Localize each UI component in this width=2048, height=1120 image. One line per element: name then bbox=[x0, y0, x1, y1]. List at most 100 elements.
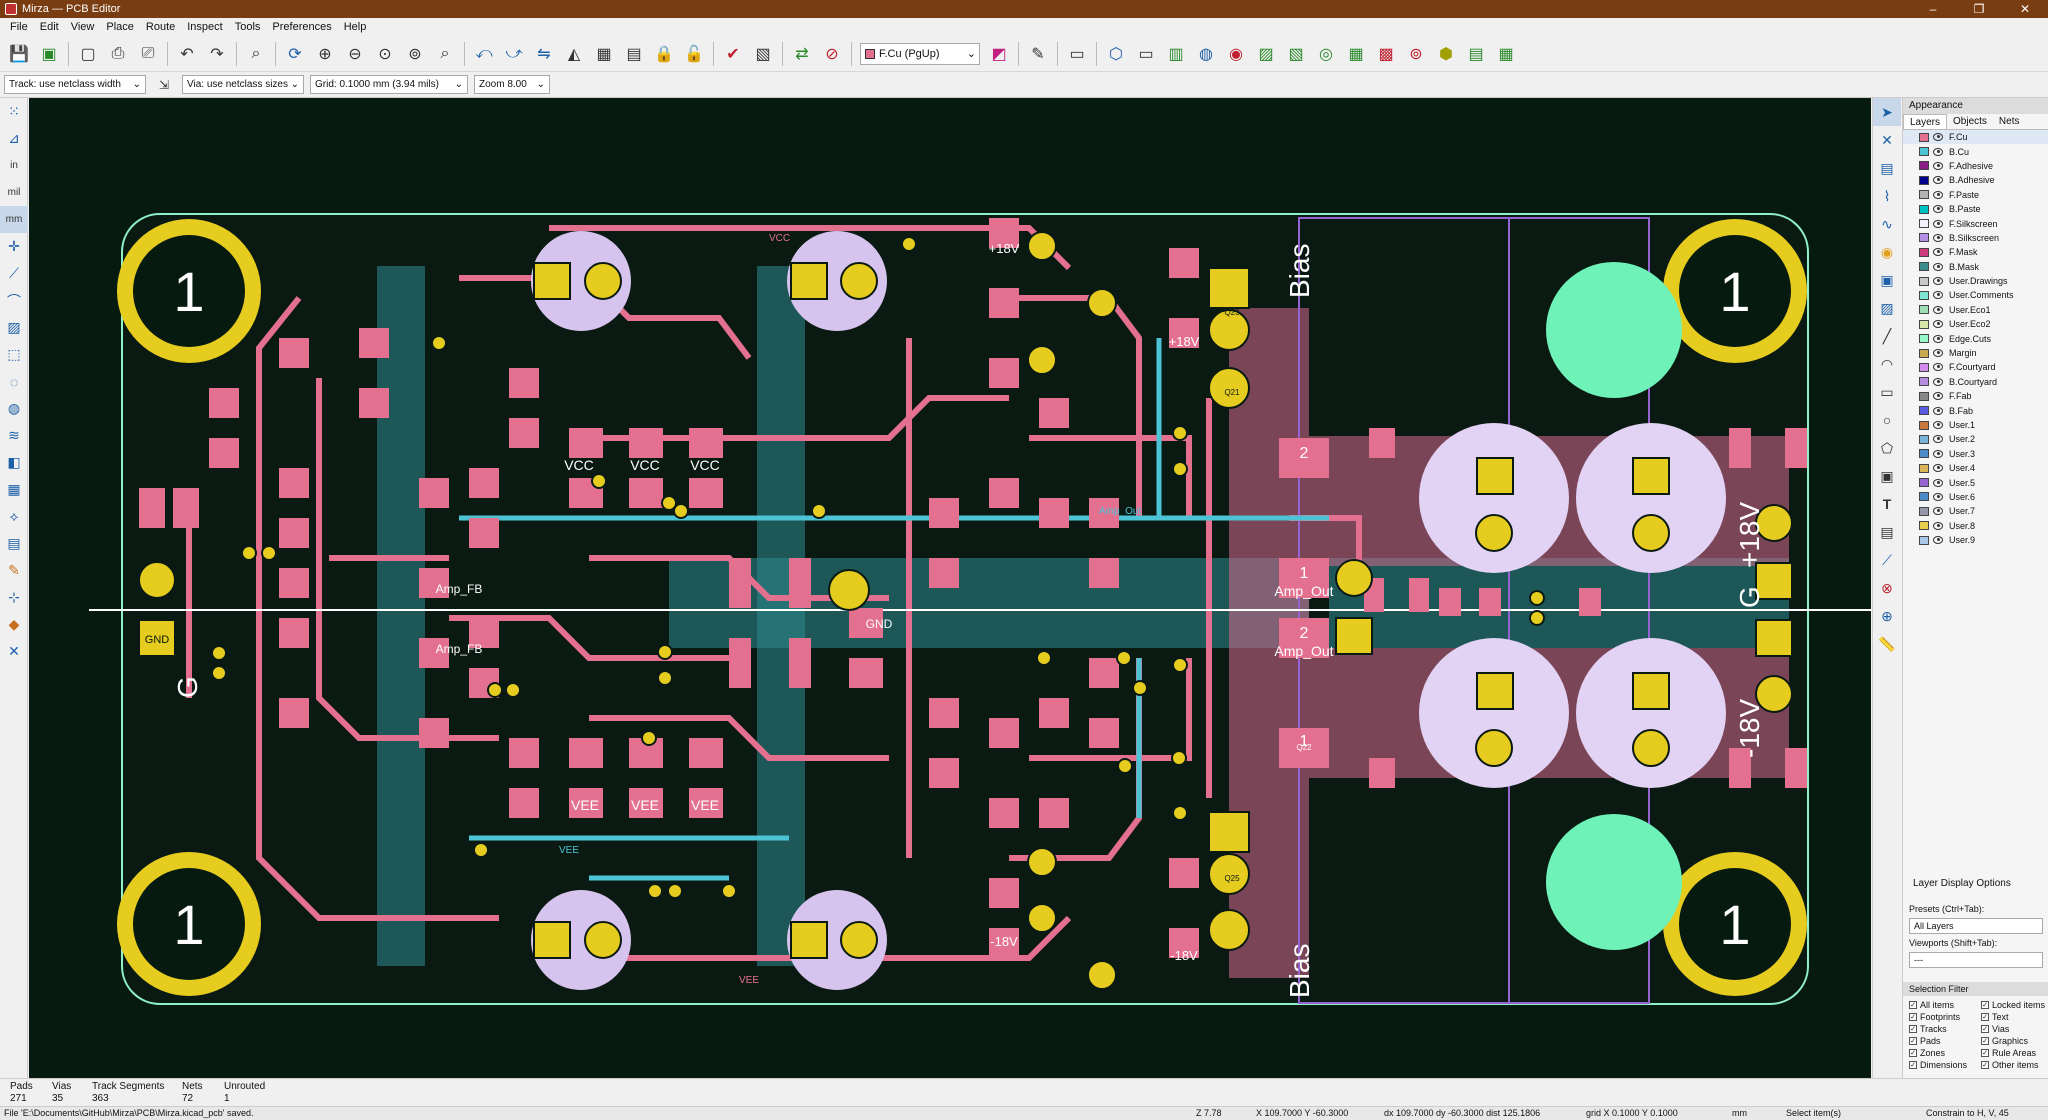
layer-row-margin[interactable]: Margin bbox=[1903, 346, 2048, 360]
eye-icon[interactable] bbox=[1933, 248, 1943, 257]
layer-row-f-adhesive[interactable]: F.Adhesive bbox=[1903, 159, 2048, 173]
checkbox-icon[interactable]: ✓ bbox=[1909, 1049, 1917, 1057]
checkbox-icon[interactable]: ✓ bbox=[1909, 1013, 1917, 1021]
erc-icon[interactable]: ⊘ bbox=[825, 45, 839, 63]
menu-route[interactable]: Route bbox=[145, 21, 176, 33]
layer-color-swatch[interactable] bbox=[1919, 521, 1929, 531]
layer-color-swatch[interactable] bbox=[1919, 204, 1929, 214]
checkbox-icon[interactable]: ✓ bbox=[1909, 1025, 1917, 1033]
eye-icon[interactable] bbox=[1933, 147, 1943, 156]
add-via-icon[interactable]: ◉ bbox=[1880, 243, 1894, 260]
layer-pair-icon[interactable]: ◩ bbox=[991, 45, 1007, 63]
layer-row-user-comments[interactable]: User.Comments bbox=[1903, 288, 2048, 302]
curved-ratsnest-icon[interactable]: ⌒ bbox=[7, 292, 21, 309]
eye-icon[interactable] bbox=[1933, 219, 1943, 228]
fabrication-outputs-icon[interactable]: ▨ bbox=[1258, 45, 1274, 63]
eye-icon[interactable] bbox=[1933, 536, 1943, 545]
footprint-library-icon[interactable]: ⬢ bbox=[1439, 45, 1453, 63]
layer-color-swatch[interactable] bbox=[1919, 449, 1929, 459]
layer-color-swatch[interactable] bbox=[1919, 377, 1929, 387]
layer-row-f-silkscreen[interactable]: F.Silkscreen bbox=[1903, 216, 2048, 230]
board-setup-icon[interactable]: ▣ bbox=[41, 45, 57, 63]
close-button[interactable]: ✕ bbox=[2019, 2, 2031, 16]
zoom-fit-icon[interactable]: ⊙ bbox=[378, 45, 392, 63]
filter-footprints[interactable]: ✓Footprints bbox=[1909, 1012, 1960, 1022]
maximize-button[interactable]: ❐ bbox=[1973, 2, 1985, 16]
checkbox-icon[interactable]: ✓ bbox=[1981, 1037, 1989, 1045]
cleanup-tracks-icon[interactable]: ◎ bbox=[1319, 45, 1333, 63]
undo-icon[interactable]: ↶ bbox=[180, 45, 194, 63]
filter-text[interactable]: ✓Text bbox=[1981, 1012, 2009, 1022]
add-footprint-icon[interactable]: ▤ bbox=[1880, 159, 1894, 176]
filter-zones[interactable]: ✓Zones bbox=[1909, 1048, 1945, 1058]
eye-icon[interactable] bbox=[1933, 478, 1943, 487]
measure-icon[interactable]: 📏 bbox=[1878, 635, 1896, 652]
eye-icon[interactable] bbox=[1933, 521, 1943, 530]
layer-color-swatch[interactable] bbox=[1919, 219, 1929, 229]
polar-coords-icon[interactable]: ⊿ bbox=[8, 130, 20, 146]
via-size-select[interactable]: Via: use netclass sizes⌄ bbox=[182, 75, 304, 94]
route-track-icon[interactable]: ⌇ bbox=[1883, 187, 1891, 204]
grid-select[interactable]: Grid: 0.1000 mm (3.94 mils)⌄ bbox=[310, 75, 468, 94]
layer-row-user-2[interactable]: User.2 bbox=[1903, 432, 2048, 446]
tab-layers[interactable]: Layers bbox=[1903, 114, 1948, 129]
layer-color-swatch[interactable] bbox=[1919, 434, 1929, 444]
layer-color-swatch[interactable] bbox=[1919, 406, 1929, 416]
filter-all-items[interactable]: ✓All items bbox=[1909, 1000, 1954, 1010]
rotate-ccw-icon[interactable]: ⤺ bbox=[475, 44, 493, 62]
checkbox-icon[interactable]: ✓ bbox=[1981, 1013, 1989, 1021]
scripting-console-icon[interactable]: ▭ bbox=[1069, 45, 1085, 63]
layer-color-swatch[interactable] bbox=[1919, 290, 1929, 300]
eye-icon[interactable] bbox=[1933, 233, 1943, 242]
layer-row-user-7[interactable]: User.7 bbox=[1903, 504, 2048, 518]
menu-edit[interactable]: Edit bbox=[39, 21, 59, 33]
dimension-icon[interactable]: ⊹ bbox=[8, 589, 20, 605]
units-mil-button[interactable]: mil bbox=[7, 187, 21, 198]
layer-row-user-1[interactable]: User.1 bbox=[1903, 418, 2048, 432]
eye-icon[interactable] bbox=[1933, 262, 1943, 271]
filter-pads[interactable]: ✓Pads bbox=[1909, 1036, 1941, 1046]
layer-display-options-toggle[interactable]: Layer Display Options bbox=[1913, 878, 2011, 889]
eye-icon[interactable] bbox=[1933, 205, 1943, 214]
filter-vias[interactable]: ✓Vias bbox=[1981, 1024, 2009, 1034]
zoom-in-icon[interactable]: ⊕ bbox=[318, 45, 332, 63]
filter-other-items[interactable]: ✓Other items bbox=[1981, 1060, 2039, 1070]
zone-outline-icon[interactable]: ⬚ bbox=[7, 346, 21, 362]
filter-locked-items[interactable]: ✓Locked items bbox=[1981, 1000, 2045, 1010]
eye-icon[interactable] bbox=[1933, 277, 1943, 286]
zone-fill-icon[interactable]: ▨ bbox=[7, 319, 21, 335]
refresh-icon[interactable]: ⟳ bbox=[288, 45, 302, 63]
highlight-net-icon[interactable]: ◆ bbox=[8, 616, 20, 632]
eye-icon[interactable] bbox=[1933, 305, 1943, 314]
rotate-cw-icon[interactable]: ⤻ bbox=[505, 44, 523, 62]
find-icon[interactable]: ⌕ bbox=[251, 44, 261, 62]
netlist-icon[interactable]: ▧ bbox=[755, 45, 771, 63]
checkbox-icon[interactable]: ✓ bbox=[1909, 1001, 1917, 1009]
eye-icon[interactable] bbox=[1933, 133, 1943, 142]
eye-icon[interactable] bbox=[1933, 449, 1943, 458]
layer-row-f-courtyard[interactable]: F.Courtyard bbox=[1903, 360, 2048, 374]
zoom-out-icon[interactable]: ⊖ bbox=[348, 45, 362, 63]
menu-inspect[interactable]: Inspect bbox=[187, 21, 223, 33]
page-settings-icon[interactable]: ▢ bbox=[80, 45, 96, 63]
layer-row-b-cu[interactable]: B.Cu bbox=[1903, 144, 2048, 158]
pcb-drawing[interactable]: 1 1 1 1 Bias Bias +18V G -18V G VCC VCC … bbox=[29, 98, 1871, 1078]
units-mm-button[interactable]: mm bbox=[0, 206, 28, 233]
viewports-select[interactable]: --- bbox=[1909, 952, 2043, 968]
layer-color-swatch[interactable] bbox=[1919, 492, 1929, 502]
layer-color-swatch[interactable] bbox=[1919, 535, 1929, 545]
layer-color-swatch[interactable] bbox=[1919, 247, 1929, 257]
draw-arc-icon[interactable]: ◠ bbox=[1880, 355, 1894, 372]
layer-color-swatch[interactable] bbox=[1919, 233, 1929, 243]
net-inspector-icon[interactable]: ▭ bbox=[1138, 45, 1154, 63]
eye-icon[interactable] bbox=[1933, 377, 1943, 386]
filter-dimensions[interactable]: ✓Dimensions bbox=[1909, 1060, 1967, 1070]
eye-icon[interactable] bbox=[1933, 507, 1943, 516]
print-icon[interactable]: ⎙ bbox=[111, 44, 125, 62]
filter-tracks[interactable]: ✓Tracks bbox=[1909, 1024, 1947, 1034]
eye-icon[interactable] bbox=[1933, 161, 1943, 170]
filter-rule-areas[interactable]: ✓Rule Areas bbox=[1981, 1048, 2036, 1058]
layer-row-f-paste[interactable]: F.Paste bbox=[1903, 188, 2048, 202]
layer-row-user-5[interactable]: User.5 bbox=[1903, 475, 2048, 489]
layer-row-b-mask[interactable]: B.Mask bbox=[1903, 260, 2048, 274]
